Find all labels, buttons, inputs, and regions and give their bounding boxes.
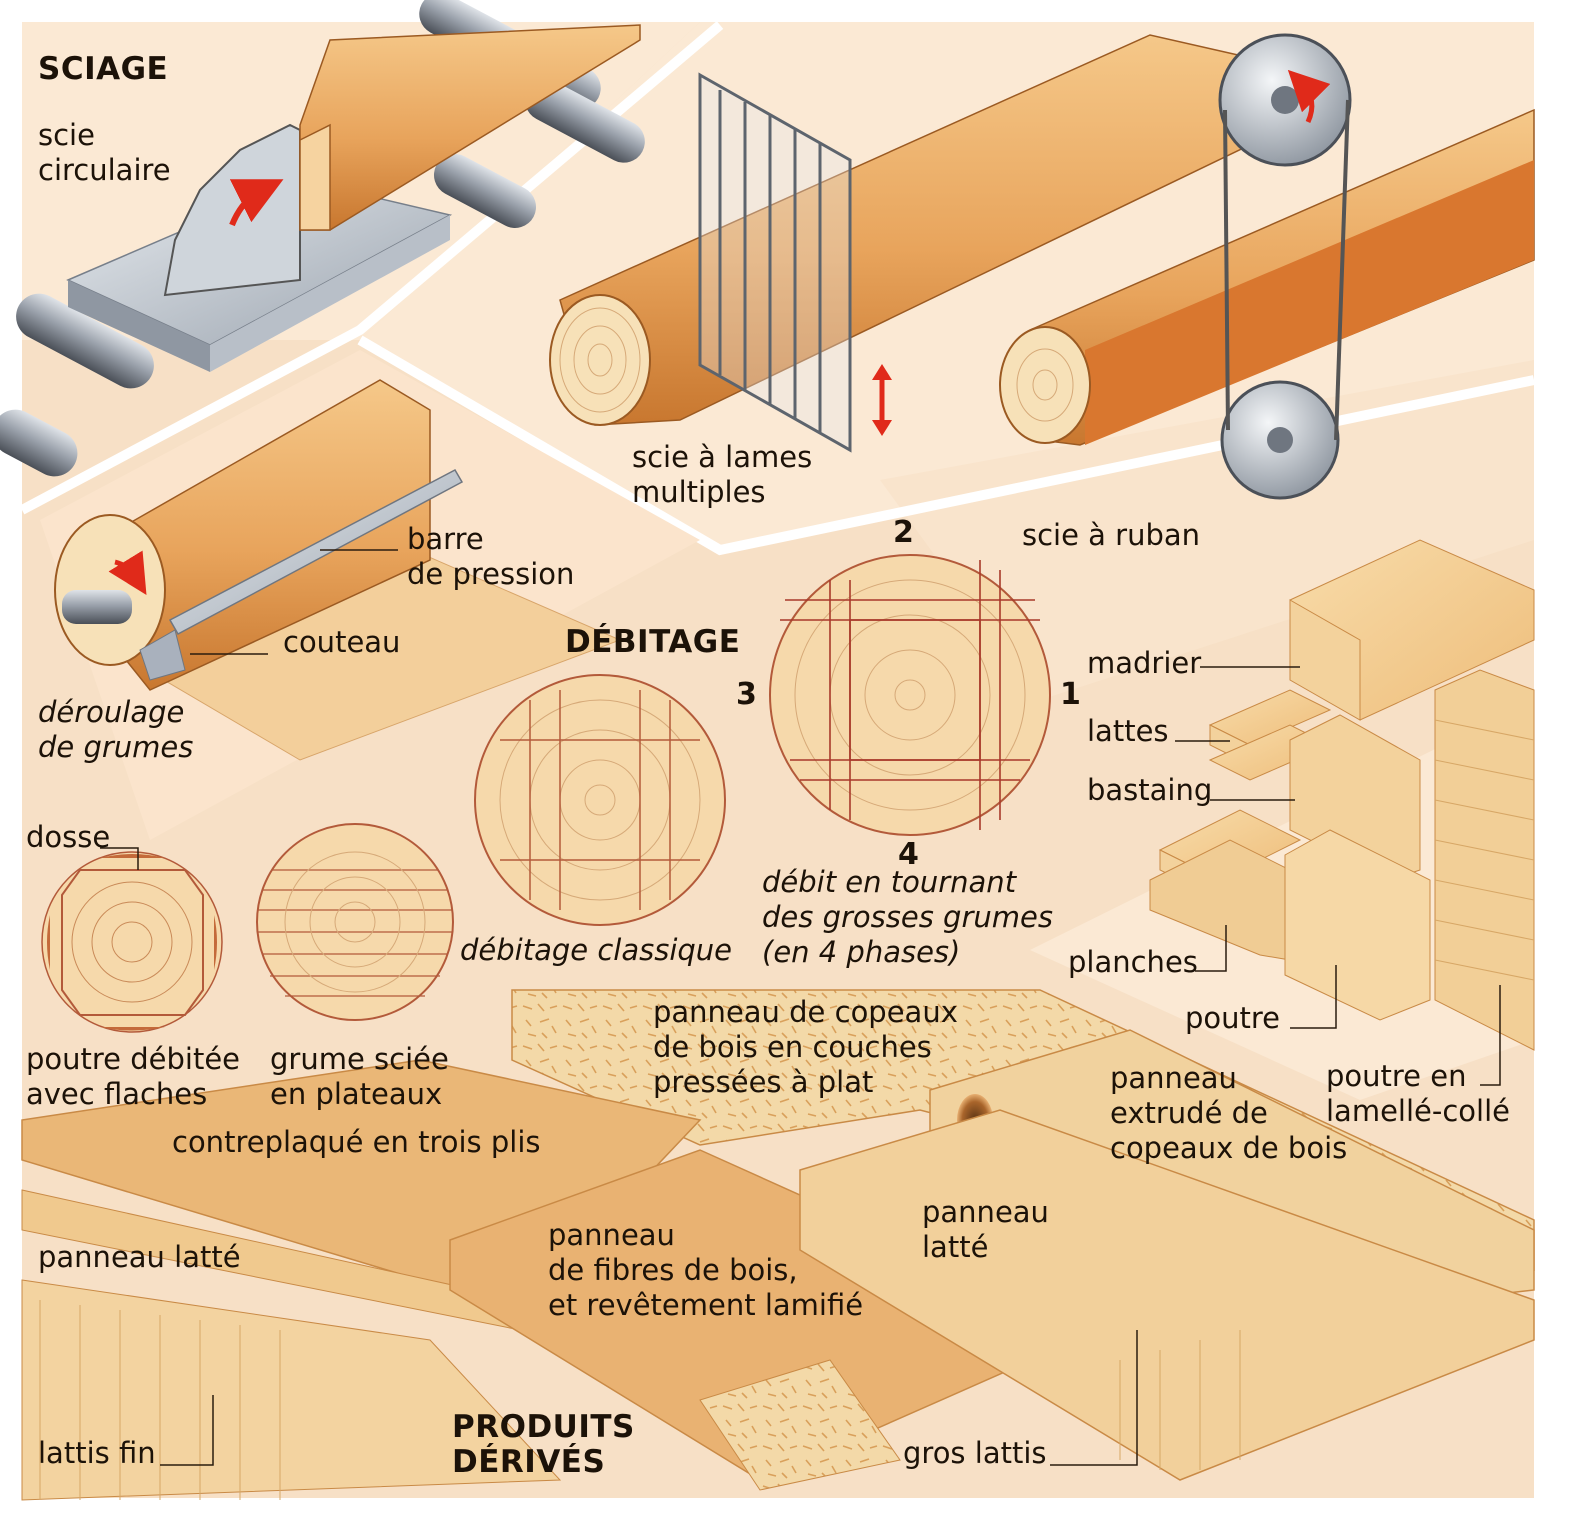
- label-panneau-latte-left: panneau latté: [38, 1240, 241, 1274]
- label-lamelle-colle: poutre en lamellé-collé: [1326, 1059, 1510, 1128]
- lumber-stack: [1030, 539, 1535, 1100]
- phase-4: 4: [898, 837, 919, 872]
- dosse-diagram: [41, 851, 223, 1033]
- debit-tournant-diagram: [769, 554, 1051, 836]
- leader-lines: [100, 549, 1501, 1466]
- deroulage-illustration: [40, 350, 700, 840]
- label-debitage-classique: débitage classique: [460, 933, 733, 967]
- label-panneau-fibres: panneau de fibres de bois, et revêtement…: [548, 1218, 864, 1322]
- scie-lames-illustration: [549, 34, 1261, 453]
- label-grume-plateaux: grume sciée en plateaux: [270, 1042, 449, 1111]
- vertical-double-arrow-icon: [872, 364, 892, 436]
- label-poutre-flaches: poutre débitée avec flaches: [26, 1042, 241, 1111]
- label-couteau: couteau: [283, 625, 401, 659]
- label-bastaing: bastaing: [1087, 773, 1213, 807]
- label-barre: barre de pression: [407, 522, 575, 591]
- phase-1: 1: [1060, 677, 1081, 712]
- label-scie-ruban: scie à ruban: [1022, 518, 1201, 552]
- section-title-sciage: SCIAGE: [38, 51, 169, 87]
- label-lattis-fin: lattis fin: [38, 1436, 156, 1470]
- label-contreplaque: contreplaqué en trois plis: [172, 1125, 541, 1159]
- produits-derives-panels: [21, 989, 1535, 1501]
- sciage-platform-3: [880, 360, 1534, 700]
- label-madrier: madrier: [1087, 646, 1202, 680]
- debitage-classique-diagram: [474, 674, 726, 926]
- blade-frame: [698, 72, 852, 453]
- label-debit-tournant: débit en tournant des grosses grumes (en…: [762, 865, 1053, 969]
- phase-3: 3: [736, 677, 757, 712]
- rotation-arrow-icon: [229, 179, 284, 227]
- label-panneau-extrude: panneau extrudé de copeaux de bois: [1110, 1061, 1348, 1165]
- label-lattes: lattes: [1087, 714, 1169, 748]
- label-panneau-copeaux: panneau de copeaux de bois en couches pr…: [653, 995, 958, 1099]
- label-scie-circulaire: scie circulaire: [38, 118, 171, 187]
- label-planches: planches: [1068, 945, 1198, 979]
- scie-ruban-illustration: [999, 33, 1535, 500]
- label-dosse: dosse: [26, 820, 111, 854]
- phase-2: 2: [893, 515, 914, 550]
- section-title-debitage: DÉBITAGE: [565, 624, 741, 660]
- plateaux-diagram: [256, 823, 454, 1021]
- section-title-produits: PRODUITS DÉRIVÉS: [452, 1409, 635, 1480]
- label-scie-lames: scie à lames multiples: [632, 440, 813, 509]
- scie-circulaire-illustration: [66, 24, 641, 372]
- label-panneau-latte-right: panneau latté: [922, 1195, 1049, 1264]
- label-poutre: poutre: [1185, 1001, 1281, 1035]
- label-deroulage: déroulage de grumes: [38, 695, 194, 764]
- label-gros-lattis: gros lattis: [903, 1436, 1047, 1470]
